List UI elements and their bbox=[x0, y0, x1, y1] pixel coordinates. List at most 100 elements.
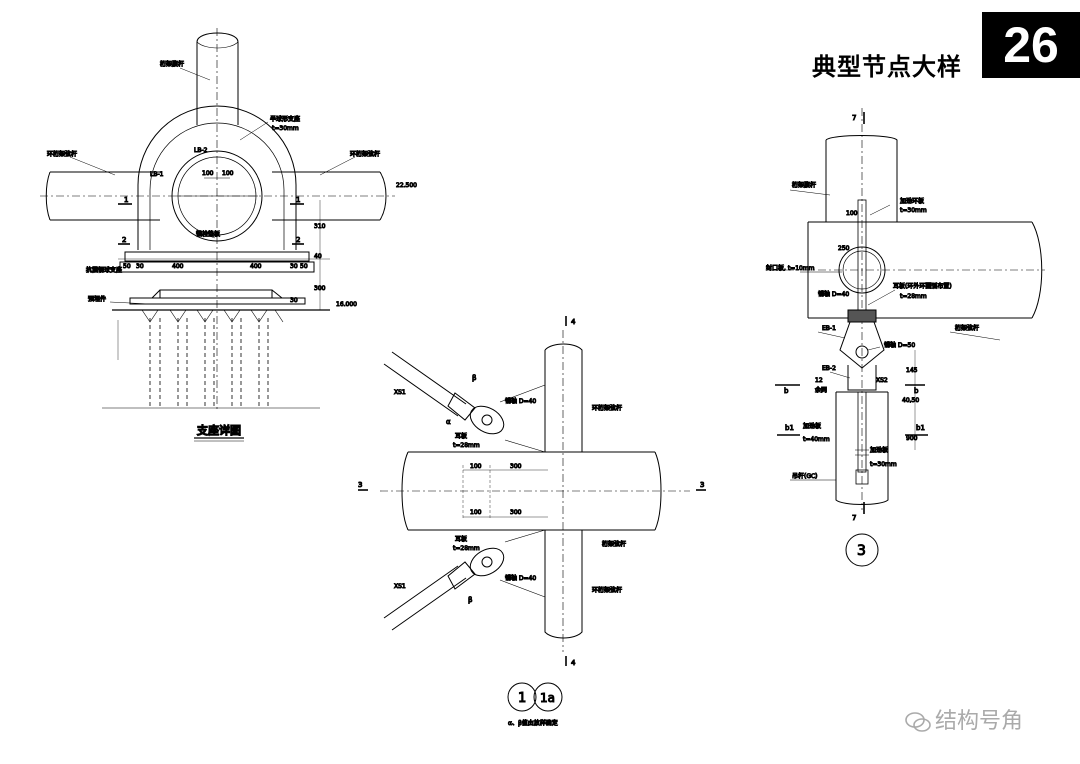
dim-250: 250 bbox=[838, 245, 850, 252]
label-eb1: EB-1 bbox=[822, 325, 836, 332]
wechat-icon bbox=[905, 712, 931, 732]
middle-node-detail: 4 4 3 3 XS1 XS1 耳板 t=28mm 耳板 t=28mm 销轴 D… bbox=[358, 316, 706, 728]
dim-30-c: 30 bbox=[290, 297, 298, 304]
dim-50-b: 50 bbox=[300, 263, 308, 270]
beta-symbol-top: β bbox=[472, 374, 476, 382]
base-plate-lower bbox=[119, 261, 315, 273]
horizontal-chord bbox=[401, 451, 662, 531]
label-embed: 预埋件 bbox=[88, 295, 106, 303]
caption-1: 1 bbox=[518, 691, 526, 706]
label-stiff-ring: 加劲环板 bbox=[900, 197, 924, 205]
label-stiff-plate: 加劲板 bbox=[803, 422, 821, 430]
label-pin-40: 销轴 D=40 bbox=[818, 290, 849, 298]
label-bearing-ring: 锚栓垫板 bbox=[196, 230, 220, 238]
label-half-ball-seat: 半球形支座 bbox=[270, 115, 300, 123]
label-ear-plate-bot: 耳板 bbox=[455, 535, 467, 543]
section-7-top: 7 bbox=[852, 114, 856, 122]
caption-circle-3 bbox=[845, 533, 879, 567]
vertical-chord-bottom bbox=[544, 530, 583, 639]
label-lb2: LB-2 bbox=[194, 147, 208, 154]
label-ring-chord-left: 环桁架弦杆 bbox=[47, 150, 77, 158]
section-2-right: 2 bbox=[296, 236, 300, 244]
dim-300-b: 300 bbox=[510, 509, 522, 516]
beta-symbol-bottom: β bbox=[468, 596, 472, 604]
section-3-right: 3 bbox=[700, 481, 704, 489]
section-3-left: 3 bbox=[358, 481, 362, 489]
label-ear-plate-top-t: t=28mm bbox=[453, 442, 480, 449]
caption-3: 3 bbox=[857, 543, 866, 559]
section-7-bottom: 7 bbox=[852, 514, 856, 522]
dim-30-a: 30 bbox=[136, 263, 144, 270]
dim-400-a: 400 bbox=[172, 263, 184, 270]
section-2-left: 2 bbox=[122, 236, 126, 244]
inner-pipe bbox=[171, 150, 263, 242]
label-stiff-ring-t: t=30mm bbox=[900, 207, 927, 214]
label-web-member: 桁架腹杆 bbox=[160, 60, 184, 68]
dim-300: 300 bbox=[314, 285, 326, 292]
caption-1a: 1a bbox=[540, 691, 555, 705]
label-hanger: 吊杆(GC) bbox=[792, 472, 818, 480]
dim-100-b: 100 bbox=[222, 170, 234, 177]
chord-pipe-section bbox=[838, 246, 886, 294]
diagonal-rod-top bbox=[383, 351, 467, 417]
label-pin-50: 销轴 D=50 bbox=[884, 341, 915, 349]
label-chord-right-top: 环桁架弦杆 bbox=[592, 404, 622, 412]
label-xs2: XS2 bbox=[876, 377, 888, 384]
caption-circle-1 bbox=[507, 682, 537, 712]
dim-50-a: 50 bbox=[123, 263, 131, 270]
dim-900: 900 bbox=[906, 435, 918, 442]
label-stiff-plate2: 加劲板 bbox=[870, 446, 888, 454]
label-chord: 桁架弦杆 bbox=[955, 324, 979, 332]
vertical-web bbox=[825, 135, 898, 222]
section-1-left: 1 bbox=[124, 196, 128, 204]
half-ball-seat bbox=[137, 105, 297, 250]
dim-30-b: 30 bbox=[290, 263, 298, 270]
dim-310: 310 bbox=[314, 223, 326, 230]
label-stiff-plate2-t: t=30mm bbox=[870, 461, 897, 468]
label-ear-plate-bot-t: t=28mm bbox=[453, 545, 480, 552]
label-ear-plate-top: 耳板 bbox=[455, 432, 467, 440]
section-b1-left: b1 bbox=[785, 424, 794, 432]
dim-100-a: 100 bbox=[470, 463, 482, 470]
horizontal-chord bbox=[808, 221, 1043, 319]
dim-4050: 40,50 bbox=[902, 397, 919, 404]
label-xs1-bottom: XS1 bbox=[394, 583, 406, 590]
label-eb2: EB-2 bbox=[822, 365, 836, 372]
dim-145: 145 bbox=[906, 367, 918, 374]
label-pin-bot: 销轴 D=40 bbox=[505, 574, 536, 582]
section-4-top: 4 bbox=[571, 318, 576, 326]
page-title: 典型节点大样 bbox=[812, 53, 962, 81]
dim-12: 12 bbox=[815, 377, 823, 384]
label-xs1-top: XS1 bbox=[394, 389, 406, 396]
label-rest: 余同 bbox=[815, 386, 827, 394]
label-ear-plate-t: t=28mm bbox=[900, 293, 927, 300]
vertical-chord-top bbox=[544, 343, 583, 452]
section-b-right: b bbox=[914, 387, 919, 395]
label-chord-right-mid: 桁架弦杆 bbox=[602, 540, 626, 548]
elev-small: 16.000 bbox=[336, 301, 357, 308]
label-pin-top: 销轴 D=40 bbox=[505, 397, 536, 405]
label-ear-plate: 耳板(环外环圆弧布置) bbox=[893, 282, 952, 290]
label-half-ball-thk: t=30mm bbox=[272, 125, 299, 132]
dim-100: 100 bbox=[846, 210, 858, 217]
label-bearing: 抗震钢球支座 bbox=[86, 266, 122, 274]
alpha-symbol: α bbox=[446, 418, 451, 426]
watermark-text: 结构号角 bbox=[935, 709, 1024, 734]
right-node-detail: 7 7 桁架腹杆 加劲环板 t=30mm 100 250 封口板, t=10mm… bbox=[766, 108, 1045, 567]
label-ring-chord-right: 环桁架弦杆 bbox=[350, 150, 380, 158]
watermark: 结构号角 bbox=[905, 703, 1023, 735]
dim-300-a: 300 bbox=[510, 463, 522, 470]
section-b-left: b bbox=[784, 387, 789, 395]
hanger-tube bbox=[835, 392, 889, 505]
pin-block-upper bbox=[847, 309, 877, 323]
caption-note: α、β值由放样确定 bbox=[508, 719, 558, 727]
label-seal-plate: 封口板, t=10mm bbox=[766, 264, 815, 272]
label-stiff-plate-t: t=40mm bbox=[803, 436, 830, 443]
web-member-top bbox=[196, 32, 239, 125]
dim-400-b: 400 bbox=[250, 263, 262, 270]
section-b1-right: b1 bbox=[916, 424, 925, 432]
dim-100-b: 100 bbox=[470, 509, 482, 516]
label-web: 桁架腹杆 bbox=[792, 181, 816, 189]
dim-100-a: 100 bbox=[202, 170, 214, 177]
